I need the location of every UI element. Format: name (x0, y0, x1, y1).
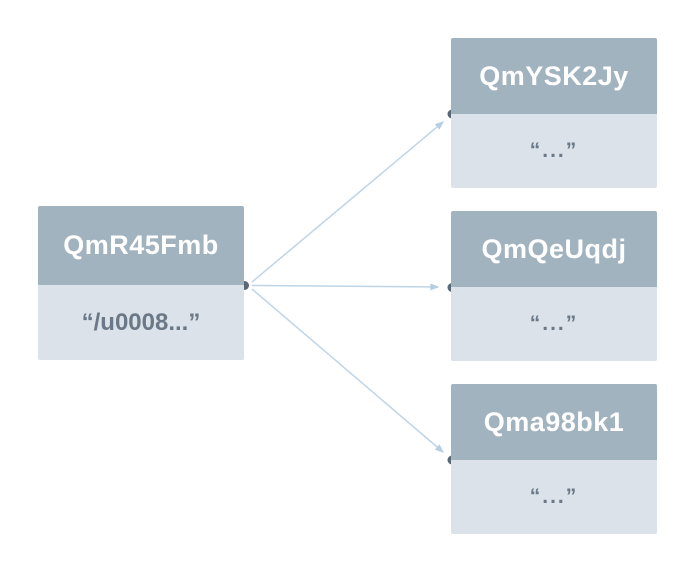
node-child-0-header: QmYSK2Jy (451, 38, 657, 114)
node-value-label: “...” (529, 312, 579, 335)
node-hash-label: QmQeUqdj (481, 233, 627, 264)
edge-root-to-qma98bk1 (251, 288, 445, 453)
node-child-qmysk2jy[interactable]: QmYSK2Jy “...” (451, 38, 657, 188)
node-root-header: QmR45Fmb (38, 206, 244, 285)
node-value-label: “/u0008...” (81, 308, 201, 336)
edge-root-to-qmysk2jy (251, 121, 445, 283)
node-child-1-header: QmQeUqdj (451, 211, 657, 287)
node-value-label: “...” (529, 139, 579, 162)
node-value-label: “...” (529, 485, 579, 508)
node-child-2-header: Qma98bk1 (451, 384, 657, 460)
node-hash-label: QmR45Fmb (63, 230, 219, 260)
node-child-qmqeuqdj[interactable]: QmQeUqdj “...” (451, 211, 657, 361)
node-hash-label: Qma98bk1 (483, 406, 625, 437)
node-root-body: “/u0008...” (38, 285, 244, 360)
edge-root-to-qmqeuqdj (251, 283, 440, 291)
node-child-2-body: “...” (451, 460, 657, 534)
node-hash-label: QmYSK2Jy (479, 60, 629, 91)
node-child-0-body: “...” (451, 114, 657, 188)
node-child-qma98bk1[interactable]: Qma98bk1 “...” (451, 384, 657, 534)
node-child-1-body: “...” (451, 287, 657, 361)
node-root[interactable]: QmR45Fmb “/u0008...” (38, 206, 244, 360)
